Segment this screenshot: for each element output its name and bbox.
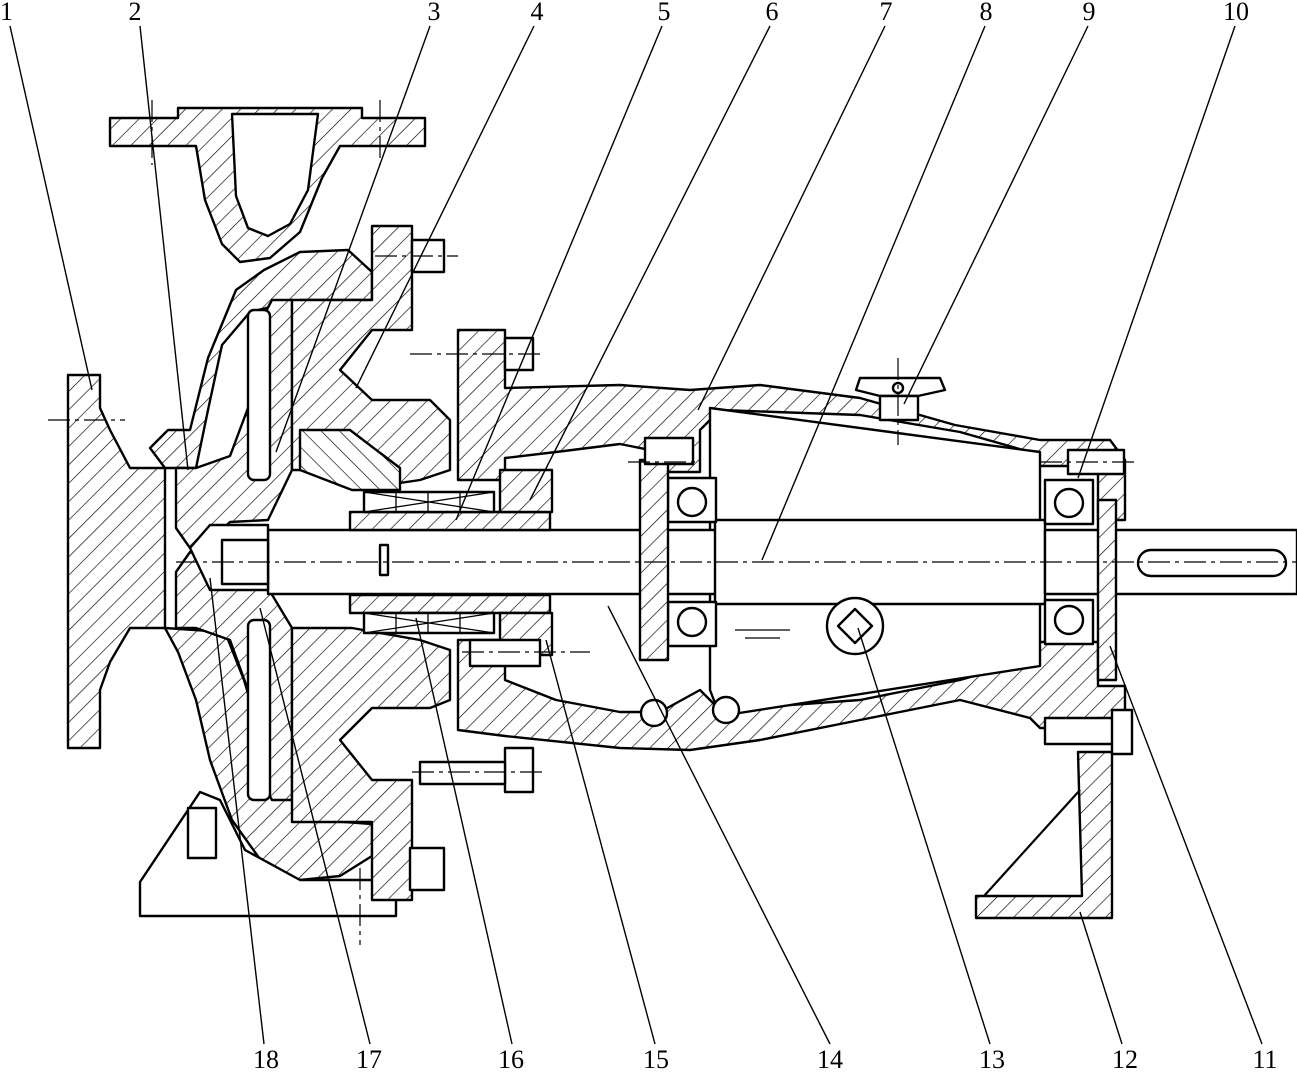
callout-14: 14 <box>817 1045 843 1074</box>
callout-2: 2 <box>129 0 142 26</box>
callout-17: 17 <box>356 1045 382 1074</box>
callout-10: 10 <box>1223 0 1249 26</box>
callout-16: 16 <box>498 1045 524 1074</box>
bearing-bracket <box>456 328 1127 920</box>
impeller <box>174 298 294 802</box>
callout-12: 12 <box>1112 1045 1138 1074</box>
callout-11: 11 <box>1252 1045 1277 1074</box>
callout-15: 15 <box>643 1045 669 1074</box>
callout-18: 18 <box>253 1045 279 1074</box>
callout-7: 7 <box>880 0 893 26</box>
callout-3: 3 <box>428 0 441 26</box>
callout-13: 13 <box>979 1045 1005 1074</box>
pump-cover <box>290 224 452 902</box>
callout-1: 1 <box>0 0 13 26</box>
callouts-top: 1 2 3 4 5 6 7 8 9 10 <box>0 0 1249 26</box>
callout-8: 8 <box>980 0 993 26</box>
leader-lines <box>9 25 1263 1045</box>
callout-4: 4 <box>531 0 544 26</box>
oil-fittings <box>639 376 947 728</box>
callout-9: 9 <box>1083 0 1096 26</box>
callouts-bottom: 18 17 16 15 14 13 12 11 <box>253 1045 1278 1074</box>
callout-6: 6 <box>766 0 779 26</box>
centerlines <box>48 100 1297 945</box>
callout-5: 5 <box>658 0 671 26</box>
bearings <box>638 458 1118 682</box>
